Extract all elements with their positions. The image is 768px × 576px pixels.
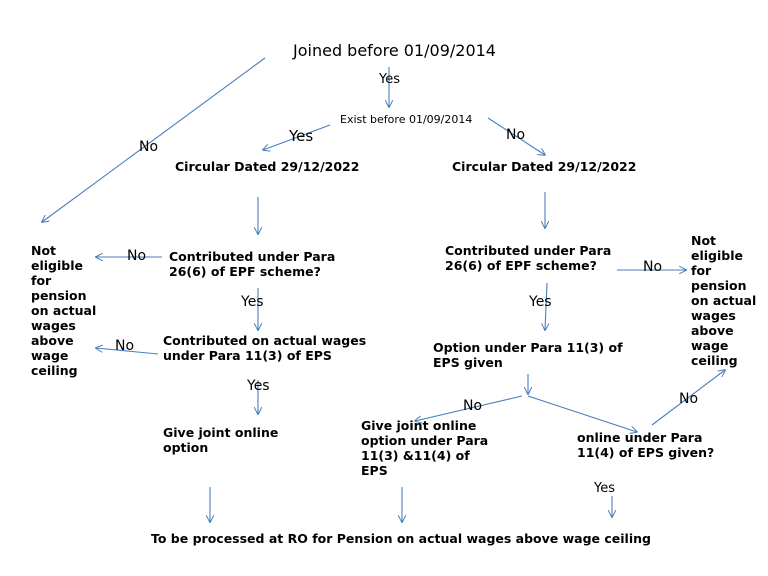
arrow-online-11-4-no — [651, 370, 725, 426]
label-yes-26-6-left: Yes — [241, 294, 264, 310]
option-11-3-given: Option under Para 11(3) of EPS given — [433, 340, 623, 370]
label-no-online-11-4: No — [679, 391, 699, 407]
label-yes-actual-wages: Yes — [247, 378, 270, 394]
contributed-26-6-right: Contributed under Para 26(6) of EPF sche… — [445, 243, 612, 273]
final-outcome: To be processed at RO for Pension on act… — [151, 531, 651, 546]
not-eligible-right: Not eligible for pension on actual wages… — [691, 233, 757, 368]
contributed-actual-wages: Contributed on actual wages under Para 1… — [163, 333, 367, 363]
give-joint-option: Give joint online option — [163, 425, 279, 455]
give-joint-option-11-3-11-4: Give joint online option under Para 11(3… — [361, 418, 489, 478]
contributed-26-6-left: Contributed under Para 26(6) of EPF sche… — [169, 249, 336, 279]
exist-question: Exist before 01/09/2014 — [340, 113, 473, 126]
label-no-option-11-3: No — [463, 398, 483, 414]
arrow-exist-to-circular-left — [263, 124, 331, 150]
label-yes-online-11-4: Yes — [594, 481, 615, 496]
label-no-26-6-left: No — [127, 248, 147, 264]
label-yes-top: Yes — [379, 72, 400, 87]
diagram-title: Joined before 01/09/2014 — [293, 41, 496, 60]
arrow-exist-to-circular-right — [487, 117, 545, 155]
label-yes-left-branch: Yes — [289, 127, 314, 145]
arrow-title-to-not-eligible-left — [42, 57, 266, 222]
label-no-actual-wages: No — [115, 338, 135, 354]
label-no-26-6-right: No — [643, 259, 663, 275]
label-no-left-diagonal: No — [139, 139, 159, 155]
circular-right: Circular Dated 29/12/2022 — [452, 159, 637, 174]
not-eligible-left: Not eligible for pension on actual wages… — [31, 243, 97, 378]
arrow-actual-wages-no — [96, 348, 159, 355]
online-11-4-given: online under Para 11(4) of EPS given? — [577, 430, 715, 460]
label-no-right-branch: No — [506, 127, 526, 143]
arrow-branch-to-joint-option — [415, 395, 523, 421]
circular-left: Circular Dated 29/12/2022 — [175, 159, 360, 174]
arrow-branch-to-online-11-4 — [527, 395, 637, 432]
arrow-26-6-right-yes — [545, 282, 547, 330]
label-yes-26-6-right: Yes — [529, 294, 552, 310]
